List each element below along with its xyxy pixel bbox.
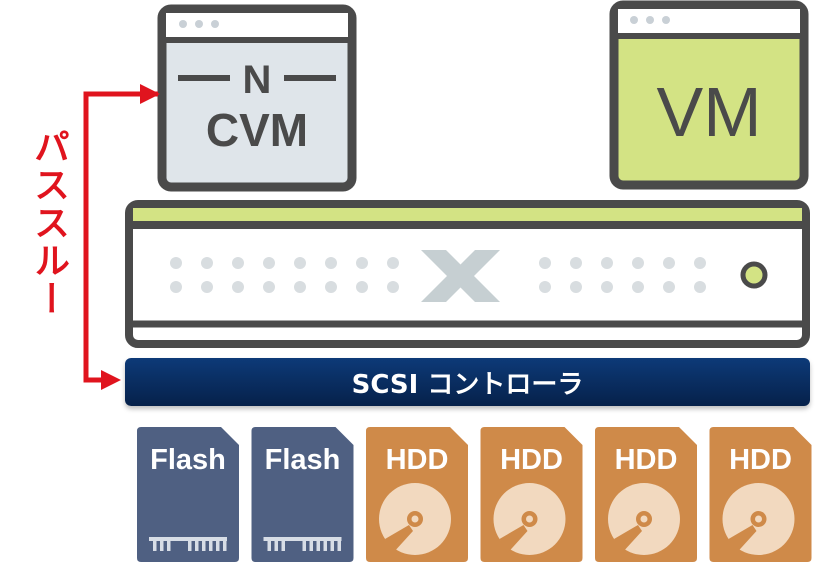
hdd-platter-icon <box>722 483 795 555</box>
drive-label: Flash <box>265 444 341 476</box>
flash-chip-icon <box>263 537 342 551</box>
hdd-platter-icon <box>493 483 566 555</box>
scsi-controller: SCSI コントローラ <box>125 358 810 406</box>
drive-label: HDD <box>386 444 449 476</box>
drive-row: Flash Flash HDD HDD HDD HDD <box>137 427 812 562</box>
cvm-window-n-label: N <box>243 58 272 102</box>
arrowhead-icon <box>101 370 121 390</box>
window-dot-icon <box>646 16 654 24</box>
drive-label: HDD <box>729 444 792 476</box>
hdd-drive: HDD <box>709 427 812 562</box>
hdd-platter-icon <box>608 483 680 555</box>
server-node <box>125 200 810 348</box>
flash-drive: Flash <box>251 427 354 562</box>
vent-dots-right <box>539 257 706 293</box>
power-led-icon <box>740 261 768 289</box>
window-dot-icon <box>179 20 187 28</box>
vent-dots-left <box>170 257 399 293</box>
cvm-window: N CVM <box>157 4 357 192</box>
drive-body <box>137 427 239 562</box>
hdd-drive: HDD <box>595 427 697 562</box>
hdd-drive: HDD <box>480 427 583 562</box>
flash-chip-icon <box>149 537 227 551</box>
server-top-strip <box>133 208 802 221</box>
nutanix-x-icon <box>421 250 500 302</box>
hdd-platter-icon <box>379 483 451 555</box>
window-dot-icon <box>662 16 670 24</box>
window-dot-icon <box>630 16 638 24</box>
vm-window: VM <box>609 0 809 190</box>
cvm-window-title: CVM <box>206 104 308 156</box>
arrowhead-icon <box>140 84 160 104</box>
drive-body <box>251 427 354 562</box>
drive-label: HDD <box>500 444 563 476</box>
window-dot-icon <box>211 20 219 28</box>
flash-drive: Flash <box>137 427 239 562</box>
drive-label: HDD <box>615 444 678 476</box>
vm-window-title: VM <box>657 73 762 151</box>
hdd-drive: HDD <box>366 427 468 562</box>
passthrough-arrow <box>83 84 160 390</box>
window-dot-icon <box>195 20 203 28</box>
passthrough-label: パススルー <box>28 128 69 318</box>
drive-label: Flash <box>150 444 226 476</box>
